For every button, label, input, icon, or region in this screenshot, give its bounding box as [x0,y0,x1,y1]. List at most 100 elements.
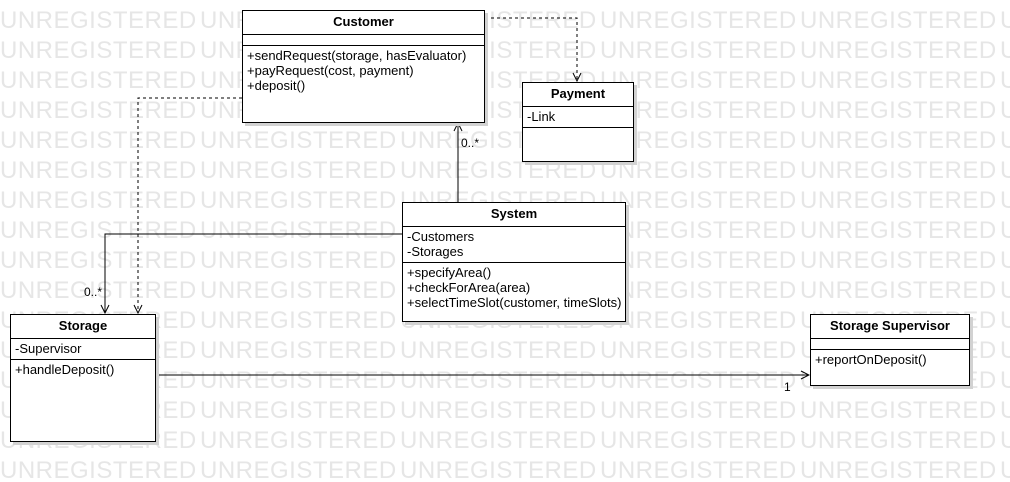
operation: +sendRequest(storage, hasEvaluator) [247,48,467,63]
dependency-customer-payment [485,17,577,81]
operation: +checkForArea(area) [407,280,531,295]
watermark-text: UNREGISTERED [600,7,797,34]
class-name: System [403,203,625,227]
watermark-text: UNREGISTERED [0,97,197,124]
attribute: -Customers [407,229,475,244]
watermark-text: UNREGISTERED [1000,397,1010,424]
watermark-text: UNREGISTERED [0,217,197,244]
watermark-text: UNREGISTERED [0,247,197,274]
dependency-customer-storage [138,97,242,313]
watermark-text: UNREGISTERED [600,397,797,424]
operations-section: +reportOnDeposit() [811,350,969,370]
watermark-text: UNREGISTERED [800,187,997,214]
operation: +deposit() [247,78,306,93]
watermark-text: UNREGISTERED [1000,427,1010,454]
watermark-text: UNREGISTERED [200,277,397,304]
watermark-text: UNREGISTERED [0,127,197,154]
watermark-text: UNREGISTERED [600,457,797,482]
watermark-text: UNREGISTERED [200,367,397,394]
watermark-text: UNREGISTERED [200,127,397,154]
watermark-text: UNREGISTERED [600,37,797,64]
watermark-text: UNREGISTERED [1000,217,1010,244]
watermark-text: UNREGISTERED [400,427,597,454]
attribute: -Storages [407,244,464,259]
watermark-text: UNREGISTERED [1000,67,1010,94]
operation: +payRequest(cost, payment) [247,63,414,78]
watermark-text: UNREGISTERED [800,97,997,124]
attributes-section: -Supervisor [11,339,155,360]
watermark-text: UNREGISTERED [800,397,997,424]
watermark-text: UNREGISTERED [0,457,197,482]
watermark-text: UNREGISTERED [0,157,197,184]
watermark-text: UNREGISTERED [600,307,797,334]
watermark-text: UNREGISTERED [400,337,597,364]
operations-section [523,128,633,133]
attributes-section: -Customers -Storages [403,227,625,263]
operation: +handleDeposit() [15,362,115,377]
watermark-text: UNREGISTERED [600,277,797,304]
attributes-section: -Link [523,107,633,128]
watermark-text: UNREGISTERED [200,187,397,214]
association-system-storage [105,233,402,313]
watermark-text: UNREGISTERED [800,127,997,154]
watermark-text: UNREGISTERED [1000,247,1010,274]
operation: +reportOnDeposit() [815,352,927,367]
watermark-text: UNREGISTERED [400,367,597,394]
operation: +selectTimeSlot(customer, timeSlots) [407,295,622,310]
operation: +specifyArea() [407,265,492,280]
watermark-text: UNREGISTERED [800,457,997,482]
watermark-text: UNREGISTERED [1000,127,1010,154]
attributes-section [811,339,969,350]
multiplicity-system-storage: 0..* [84,285,103,299]
watermark-text: UNREGISTERED [600,217,797,244]
class-name: Storage Supervisor [811,315,969,339]
class-payment[interactable]: Payment -Link [522,82,634,162]
multiplicity-storage-supervisor: 1 [784,380,791,394]
attribute: -Supervisor [15,341,82,356]
watermark-text: UNREGISTERED [200,247,397,274]
watermark-text: UNREGISTERED [600,337,797,364]
operations-section: +handleDeposit() [11,360,155,380]
watermark-text: UNREGISTERED [1000,7,1010,34]
watermark-text: UNREGISTERED [0,187,197,214]
class-storage-supervisor[interactable]: Storage Supervisor +reportOnDeposit() [810,314,970,386]
watermark-text: UNREGISTERED [600,247,797,274]
watermark-text: UNREGISTERED [800,37,997,64]
watermark-text: UNREGISTERED [0,37,197,64]
class-storage[interactable]: Storage -Supervisor +handleDeposit() [10,314,156,442]
class-customer[interactable]: Customer +sendRequest(storage, hasEvalua… [242,10,485,123]
watermark-text: UNREGISTERED [800,247,997,274]
watermark-text: UNREGISTERED [200,427,397,454]
watermark-text: UNREGISTERED [400,397,597,424]
watermark-text: UNREGISTERED [0,277,197,304]
watermark-text: UNREGISTERED [1000,457,1010,482]
watermark-text: UNREGISTERED [200,307,397,334]
watermark-text: UNREGISTERED [1000,157,1010,184]
multiplicity-system-customer: 0..* [461,136,480,150]
watermark-text: UNREGISTERED [800,427,997,454]
watermark-text: UNREGISTERED [800,277,997,304]
watermark-text: UNREGISTERED [200,457,397,482]
class-system[interactable]: System -Customers -Storages +specifyArea… [402,202,626,322]
watermark-text: UNREGISTERED [0,67,197,94]
watermark-text: UNREGISTERED [1000,307,1010,334]
watermark-text: UNREGISTERED [0,7,197,34]
class-name: Storage [11,315,155,339]
attributes-section [243,35,484,46]
watermark-text: UNREGISTERED [200,157,397,184]
watermark-text: UNREGISTERED [1000,187,1010,214]
watermark-text: UNREGISTERED [1000,337,1010,364]
watermark-text: UNREGISTERED [800,217,997,244]
class-name: Payment [523,83,633,107]
operations-section: +specifyArea() +checkForArea(area) +sele… [403,263,625,313]
class-name: Customer [243,11,484,35]
watermark-text: UNREGISTERED [800,67,997,94]
operations-section: +sendRequest(storage, hasEvaluator) +pay… [243,46,484,96]
watermark-text: UNREGISTERED [800,157,997,184]
watermark-text: UNREGISTERED [400,457,597,482]
